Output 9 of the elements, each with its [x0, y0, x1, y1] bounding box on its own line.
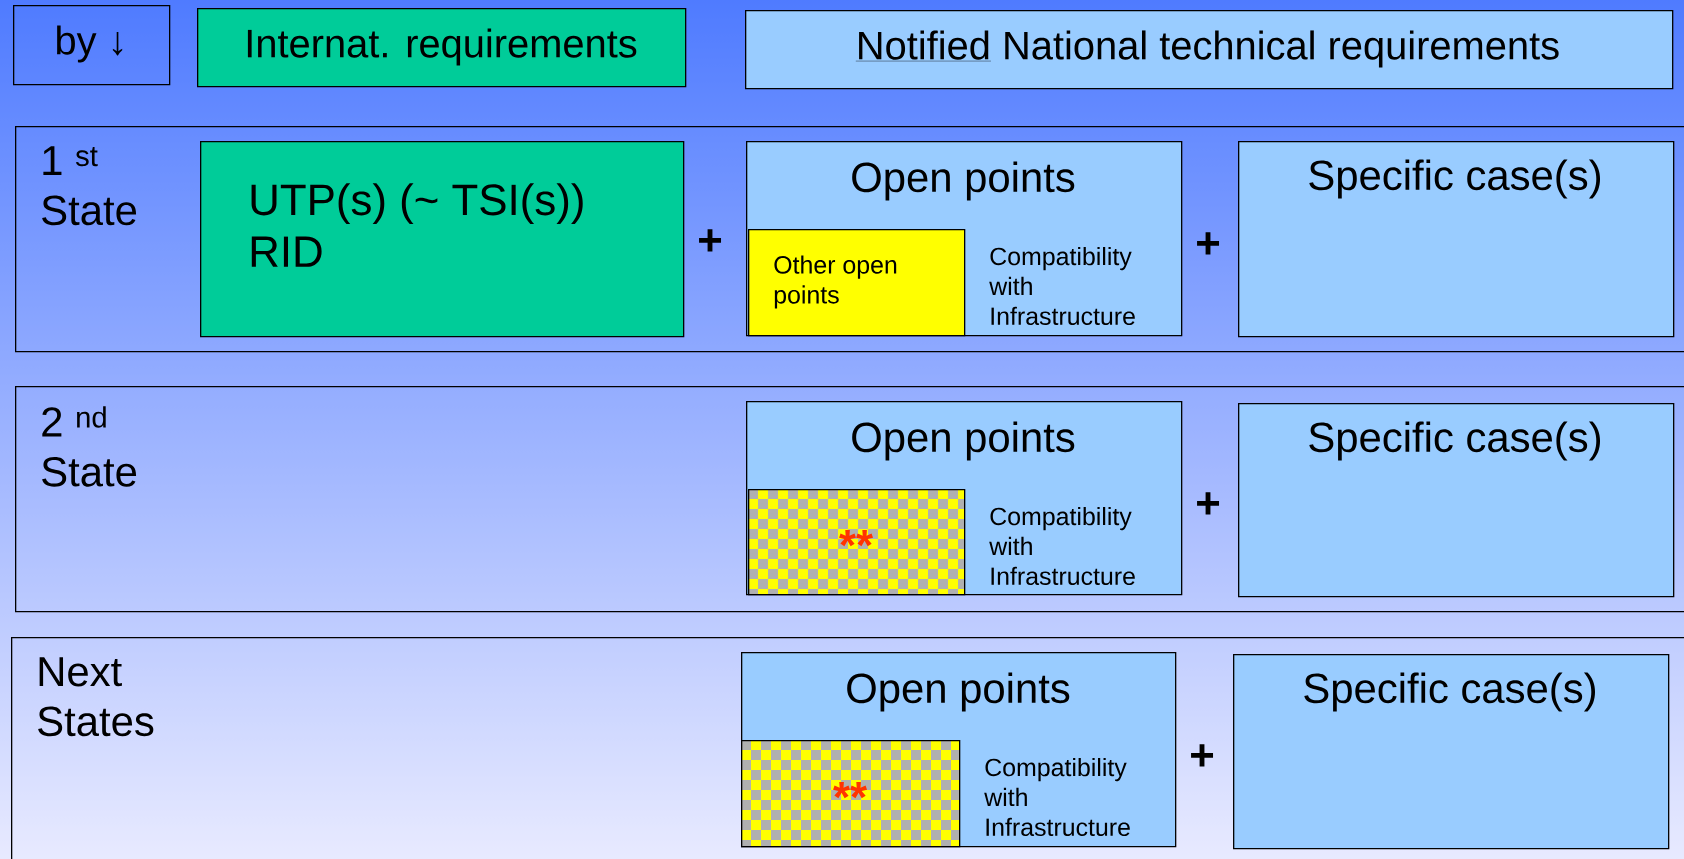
requirement-box: UTP(s) (~ TSI(s)) RID [200, 141, 685, 338]
label-box: by ↓ [13, 5, 171, 86]
heading-box: Internat. requirements [197, 8, 687, 88]
heading-box: Notified National technical requirements [745, 10, 1674, 90]
highlight-box: Other open points [748, 229, 966, 337]
specific-case-box: Specific case(s) [1238, 403, 1675, 598]
specific-case-box: Specific case(s) [1238, 141, 1675, 338]
plus-sign: + [699, 229, 721, 252]
specific-case-box: Specific case(s) [1233, 654, 1670, 850]
